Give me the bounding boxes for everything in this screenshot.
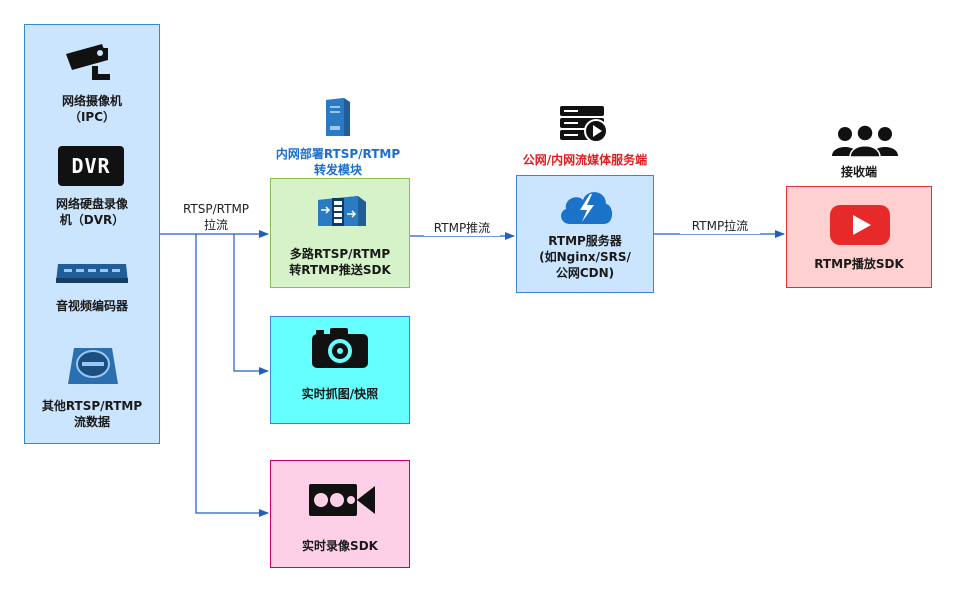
receiver-heading: 接收端 — [840, 165, 877, 179]
ipc-label: 网络摄像机 （IPC） — [61, 94, 122, 124]
relay-heading: 内网部署RTSP/RTMP 转发模块 — [275, 147, 401, 177]
stream-switch-icon — [318, 196, 366, 226]
dvr-label: 网络硬盘录像 机（DVR） — [55, 197, 128, 227]
users-icon — [832, 124, 898, 158]
arrow-source-to-snapshot — [233, 234, 269, 375]
edge-label-play: RTMP拉流 — [680, 218, 760, 234]
dvr-icon: DVR — [58, 146, 124, 186]
camera-icon — [66, 44, 110, 80]
photo-camera-icon — [312, 328, 368, 368]
edge-label-push: RTMP推流 — [424, 220, 500, 236]
rtmp-server-label: RTMP服务器 (如Nginx/SRS/ 公网CDN) — [539, 234, 631, 280]
play-button-icon — [830, 205, 890, 245]
media-server-icon — [560, 106, 608, 143]
encoder-label: 音视频编码器 — [55, 299, 128, 313]
cloud-bolt-icon — [561, 192, 613, 224]
server-tower-icon — [326, 98, 350, 136]
other-streams-label: 其他RTSP/RTMP 流数据 — [41, 399, 143, 429]
edge-label-pull: RTSP/RTMP 拉流 — [174, 201, 258, 233]
server-heading: 公网/内网流媒体服务端 — [522, 153, 648, 167]
stream-device-icon — [68, 348, 118, 384]
video-camera-icon — [309, 484, 375, 516]
relay-sdk-label: 多路RTSP/RTMP 转RTMP推送SDK — [289, 247, 391, 277]
record-label: 实时录像SDK — [302, 539, 378, 553]
arrow-source-to-record — [195, 234, 269, 517]
snapshot-label: 实时抓图/快照 — [301, 387, 379, 401]
encoder-icon — [56, 264, 128, 283]
rtmp-player-label: RTMP播放SDK — [814, 257, 904, 271]
rtmp-server-box — [516, 175, 654, 293]
relay-sdk-box — [270, 178, 410, 288]
